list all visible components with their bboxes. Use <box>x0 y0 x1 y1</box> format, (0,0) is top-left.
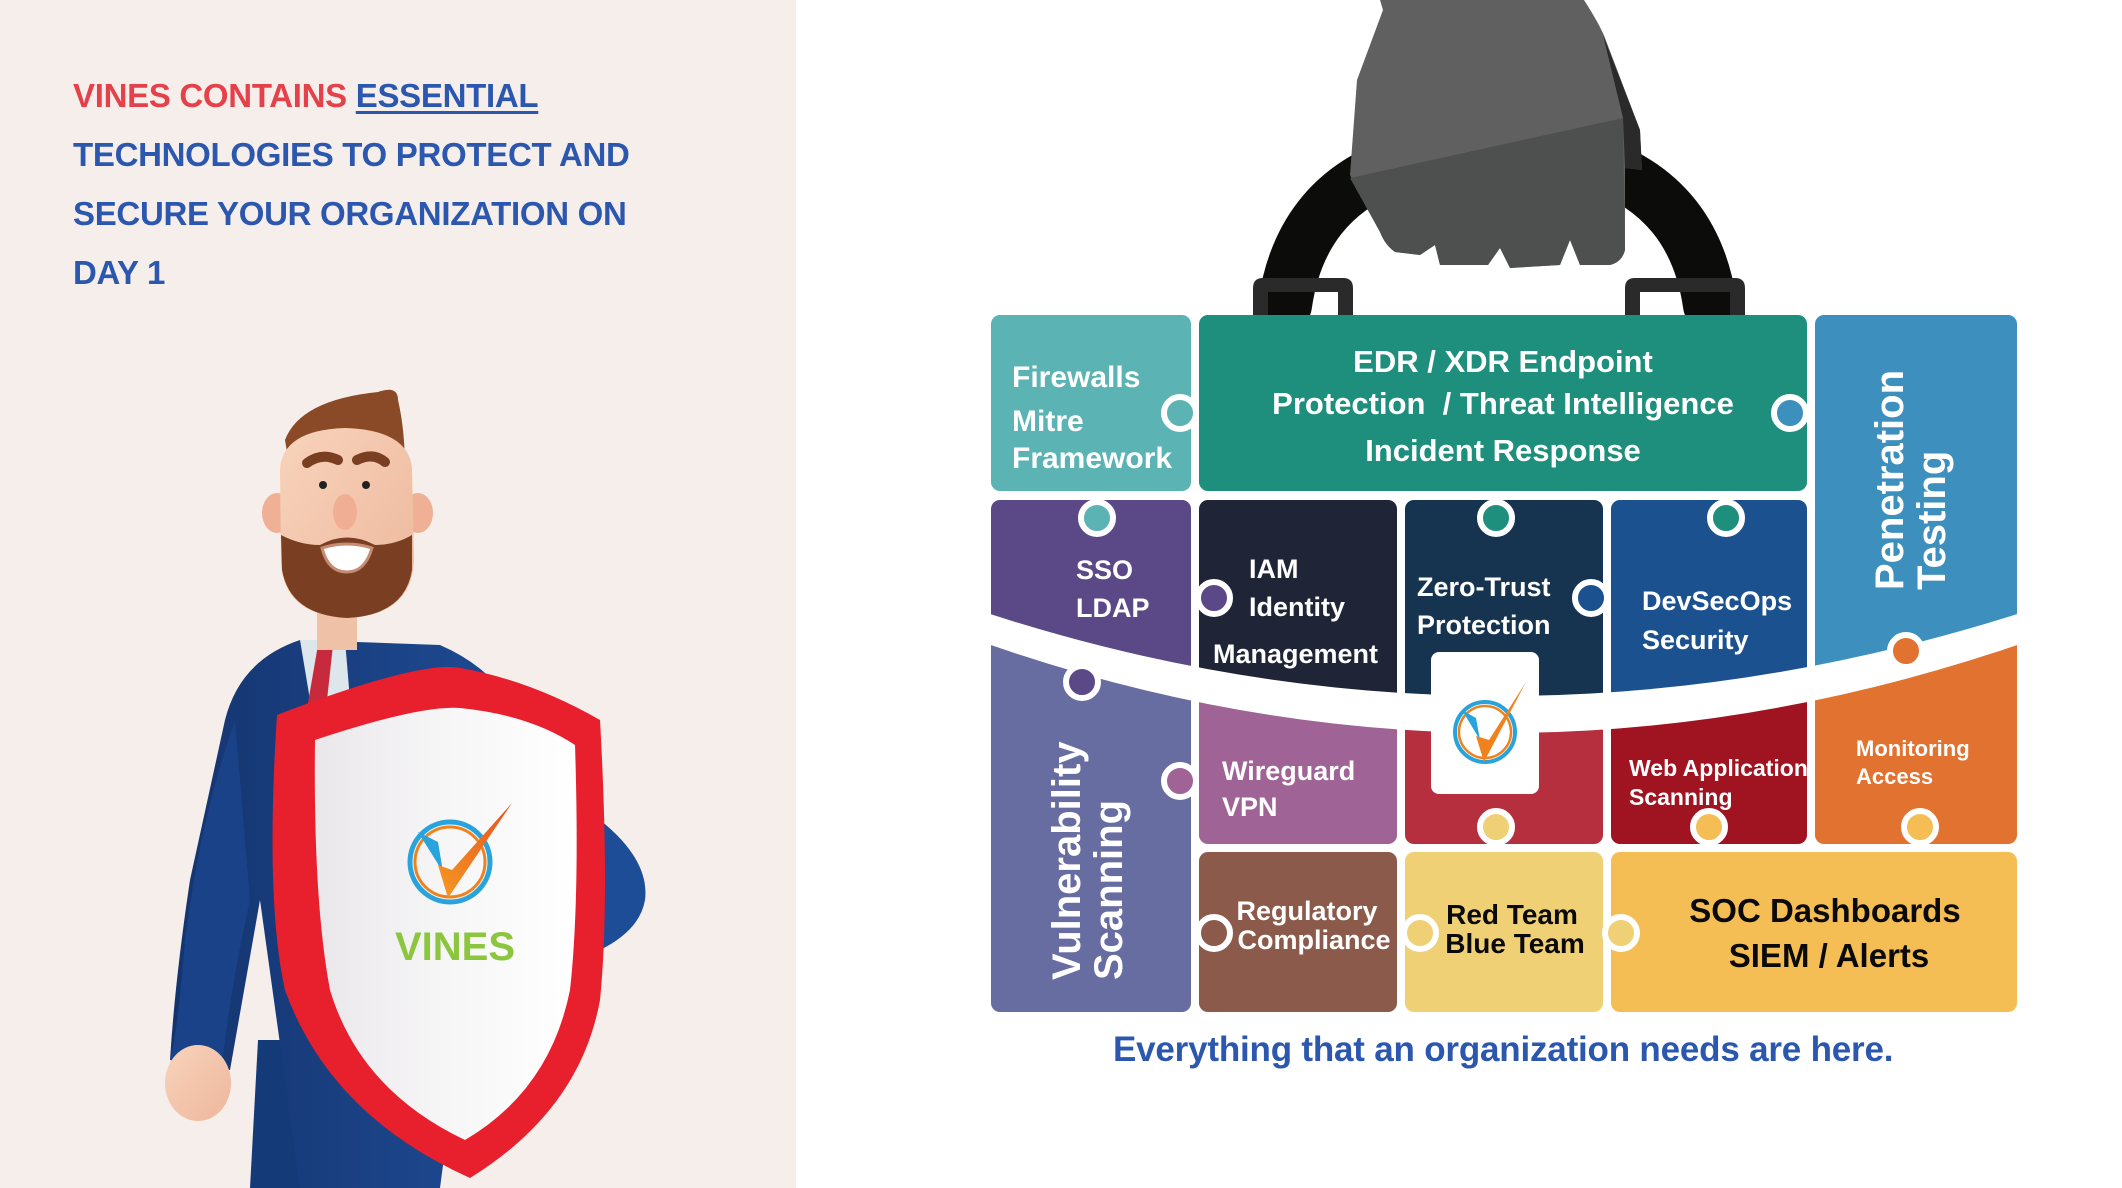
tile-redblue-line-1: Red Team <box>1446 899 1578 930</box>
headline: VINES CONTAINS ESSENTIAL TECHNOLOGIES TO… <box>73 66 773 302</box>
tile-devsecops <box>1611 500 1807 697</box>
tile-iam-line-2: Identity <box>1249 592 1345 622</box>
knob-edr-pentest <box>1771 394 1809 432</box>
tile-iam-line-3: Management <box>1213 639 1378 669</box>
knob-edr-devsecops <box>1707 499 1745 537</box>
tile-iam <box>1199 500 1397 697</box>
tile-edr-line-1: EDR / XDR Endpoint <box>1353 344 1653 379</box>
knob-center-redblue <box>1477 808 1515 846</box>
headline-underlined-text: ESSENTIAL <box>355 77 539 114</box>
headline-line-3: SECURE YOUR ORGANIZATION ON <box>73 195 627 232</box>
knob-regulatory-redblue <box>1401 914 1439 952</box>
tile-webapp-line-1: Web Application <box>1629 755 1808 781</box>
mascot-fist <box>165 1045 231 1121</box>
left-panel: VINES CONTAINS ESSENTIAL TECHNOLOGIES TO… <box>0 0 796 1188</box>
puzzle-knobs <box>1063 394 1939 952</box>
tile-wireguard-line-1: Wireguard <box>1222 756 1355 786</box>
mascot-beard <box>281 535 412 618</box>
mascot-tie <box>305 645 333 720</box>
mascot-eyebrow-left <box>302 451 343 468</box>
mascot-eye-left <box>319 481 327 489</box>
tile-sso-line-2: LDAP <box>1076 593 1150 623</box>
knob-sso-vuln <box>1063 663 1101 701</box>
tile-firewalls <box>991 315 1191 491</box>
mascot-eyebrow-right <box>352 451 390 467</box>
tile-zerotrust <box>1405 500 1603 697</box>
headline-line-2: TECHNOLOGIES TO PROTECT AND <box>73 136 630 173</box>
tile-vuln <box>991 630 1191 1012</box>
tile-monitoring-line-1: Monitoring <box>1856 736 1970 761</box>
shield-vines-logo: VINES <box>395 803 515 969</box>
knob-firewalls-sso <box>1078 499 1116 537</box>
tile-vuln-line-1: Vulnerability <box>1045 741 1089 980</box>
knob-vuln-wireguard <box>1161 762 1199 800</box>
mascot-illustration: VINES <box>165 389 646 1188</box>
knob-monitoring-pentest <box>1887 632 1925 670</box>
tile-iam-line-1: IAM <box>1249 554 1299 584</box>
tile-pentest-line-1: Penetration <box>1868 370 1912 590</box>
shield-logo-text: VINES <box>395 925 515 969</box>
headline-red-text: VINES CONTAINS <box>73 77 347 114</box>
mascot-arm <box>170 720 250 1066</box>
tile-zerotrust-line-1: Zero-Trust <box>1417 572 1551 602</box>
tile-regulatory-line-2: Compliance <box>1237 925 1390 955</box>
mascot-mouth <box>320 542 374 574</box>
knob-monitoring-soc <box>1901 808 1939 846</box>
knob-redblue-soc <box>1602 914 1640 952</box>
vines-check-logo-icon <box>1453 682 1526 764</box>
shield-inner <box>314 707 577 1140</box>
tile-webapp-line-2: Scanning <box>1629 784 1733 810</box>
knob-vuln-regulatory <box>1195 914 1233 952</box>
knob-edr-zerotrust <box>1477 499 1515 537</box>
center-logo-tile <box>1431 652 1539 794</box>
tile-soc-line-2: SIEM / Alerts <box>1729 937 1930 974</box>
tile-wireguard-line-2: VPN <box>1222 792 1278 822</box>
tile-soc <box>1611 852 2017 1012</box>
knob-zerotrust-devsecops <box>1572 579 1610 617</box>
tagline: Everything that an organization needs ar… <box>1113 1030 1894 1069</box>
tile-devsecops-line-1: DevSecOps <box>1642 586 1792 616</box>
tile-redblue-line-2: Blue Team <box>1445 928 1585 959</box>
tile-edr-line-3: Incident Response <box>1365 433 1641 468</box>
tile-redblue <box>1405 852 1603 1012</box>
mascot-right-arm <box>600 820 646 950</box>
tile-regulatory <box>1199 852 1397 1012</box>
headline-line-1: VINES CONTAINS ESSENTIAL <box>73 66 773 125</box>
tile-zerotrust-line-2: Protection <box>1417 610 1551 640</box>
tile-firewalls-line-1: Firewalls <box>1012 361 1140 394</box>
tile-edr-line-2: Protection / Threat Intelligence <box>1272 386 1734 421</box>
tile-regulatory-line-1: Regulatory <box>1236 896 1377 926</box>
tile-firewalls-line-3: Framework <box>1012 442 1172 475</box>
knob-firewalls-edr <box>1161 394 1199 432</box>
tile-vuln-line-2: Scanning <box>1087 800 1131 980</box>
mascot-eye-right <box>362 481 370 489</box>
headline-line-4: DAY 1 <box>73 254 166 291</box>
tile-edr <box>1199 315 1807 491</box>
tile-devsecops-line-2: Security <box>1642 625 1749 655</box>
tile-sso-line-1: SSO <box>1076 555 1133 585</box>
tile-pentest-line-2: Testing <box>1910 451 1954 590</box>
knob-sso-iam <box>1195 579 1233 617</box>
mascot-nose <box>333 494 357 530</box>
tile-soc-line-1: SOC Dashboards <box>1689 892 1960 929</box>
tile-firewalls-line-2: Mitre <box>1012 405 1084 438</box>
tile-monitoring-line-2: Access <box>1856 764 1933 789</box>
knob-webapp-soc <box>1690 808 1728 846</box>
fist-icon <box>1350 0 1642 268</box>
